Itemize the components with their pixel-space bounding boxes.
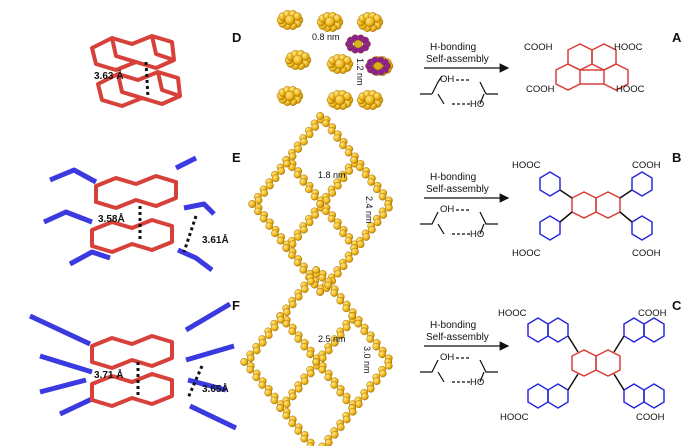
panel-d-stacking-model (90, 34, 182, 108)
panel-letter-b: B (672, 150, 681, 165)
a-group-3: COOH (526, 84, 555, 95)
assembly-arrow-3: H-bonding Self-assembly (424, 320, 510, 351)
stack-distance-f-1: 3.71 Å (94, 368, 123, 381)
stack-distance-line (144, 61, 150, 99)
assembly-arrow-2: H-bonding Self-assembly (424, 172, 510, 203)
b-group-3: HOOC (512, 248, 541, 259)
a-group-2: HOOC (614, 42, 643, 53)
stack-distance-e-2: 3.61Å (202, 233, 229, 246)
scale-d-1: 0.8 nm (312, 32, 340, 42)
hbond-ho-1: HO (470, 99, 484, 110)
svg-text:Self-assembly: Self-assembly (426, 332, 489, 343)
panel-letter-e: E (232, 150, 241, 165)
panel-e-stacking-model (42, 155, 216, 272)
b-group-4: COOH (632, 248, 661, 259)
svg-text:H-bonding: H-bonding (430, 172, 476, 183)
c-group-2: COOH (638, 308, 667, 319)
panel-e-framework (248, 112, 393, 296)
panel-d-framework (276, 10, 394, 110)
hbond-oh-2: OH (440, 204, 454, 215)
panel-f-framework (240, 266, 393, 446)
c-group-3: HOOC (500, 412, 529, 423)
c-group-1: HOOC (498, 308, 527, 319)
hbond-ho-3: HO (470, 377, 484, 388)
arrow-label-hbond-1: H-bonding (430, 42, 476, 53)
panel-f-stacking-model (28, 301, 238, 431)
svg-text:Self-assembly: Self-assembly (426, 184, 489, 195)
panel-letter-a: A (672, 30, 682, 45)
hbond-dimer-2 (420, 209, 498, 235)
scale-e-1: 1.8 nm (318, 170, 346, 180)
stack-distance-e-1: 3.58Å (98, 212, 125, 225)
svg-text:H-bonding: H-bonding (430, 320, 476, 331)
scale-f-1: 2.5 nm (318, 334, 346, 344)
a-group-4: HOOC (616, 84, 645, 95)
panel-a-molecule (555, 43, 629, 91)
hbond-oh-1: OH (440, 74, 454, 85)
hbond-ho-2: HO (470, 229, 484, 240)
b-group-2: COOH (632, 160, 661, 171)
c-group-4: COOH (636, 412, 665, 423)
panel-letter-c: C (672, 298, 682, 313)
arrow-label-selfassembly-1: Self-assembly (426, 54, 489, 65)
panel-letter-d: D (232, 30, 241, 45)
hbond-oh-3: OH (440, 352, 454, 363)
panel-c-molecule (527, 317, 665, 409)
hbond-dimer-1 (420, 75, 498, 105)
b-group-1: HOOC (512, 160, 541, 171)
stack-distance-f-2: 3.65Å (202, 382, 229, 395)
stack-distance-d: 3.63 Å (94, 69, 123, 82)
hbond-dimer-3 (420, 357, 498, 383)
scale-f-2: 3.0 nm (362, 346, 372, 374)
a-group-1: COOH (524, 42, 553, 53)
panel-letter-f: F (232, 298, 240, 313)
panel-b-molecule (539, 171, 653, 241)
scale-d-2: 1.2 nm (355, 58, 365, 86)
assembly-arrow-1: H-bonding Self-assembly (424, 42, 510, 73)
scale-e-2: 2.4 nm (364, 196, 374, 224)
